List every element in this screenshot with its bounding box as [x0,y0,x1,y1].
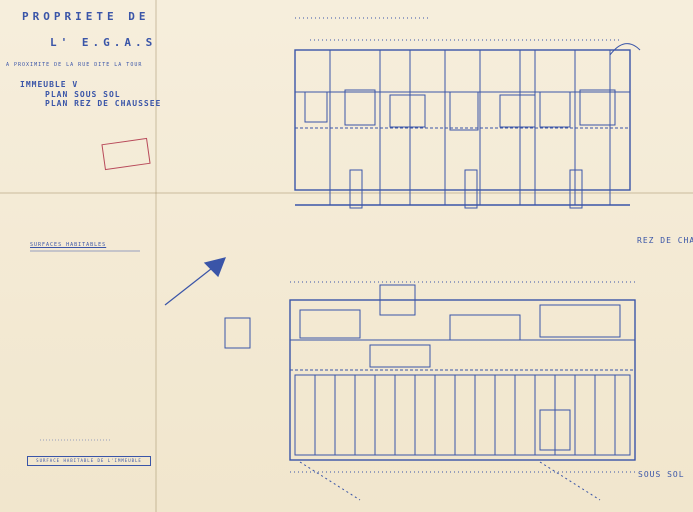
plan-title-2: PLAN REZ DE CHAUSSEE [45,99,162,108]
plan-sous-sol [224,281,636,501]
plan-title-1: PLAN SOUS SOL [45,90,121,99]
fold-line-vertical [155,0,157,512]
surface-footer-box: SURFACE HABITABLE DE L'IMMEUBLE [27,456,151,466]
fold-line-horizontal [0,192,693,194]
owner-line-1: PROPRIETE DE [22,10,150,23]
owner-line-2: L' E.G.A.S [50,36,157,49]
surfaces-heading: SURFACES HABITABLES [30,242,107,248]
plan-rez-de-chaussee [294,17,641,209]
building-label: IMMEUBLE V [20,80,79,89]
north-arrow [164,257,226,306]
label-rez-de-chaussee: REZ DE CHAUSSEE [637,236,693,245]
label-sous-sol: SOUS SOL [638,470,685,479]
project-line: A PROXIMITE DE LA RUE DITE LA TOUR [6,62,143,68]
